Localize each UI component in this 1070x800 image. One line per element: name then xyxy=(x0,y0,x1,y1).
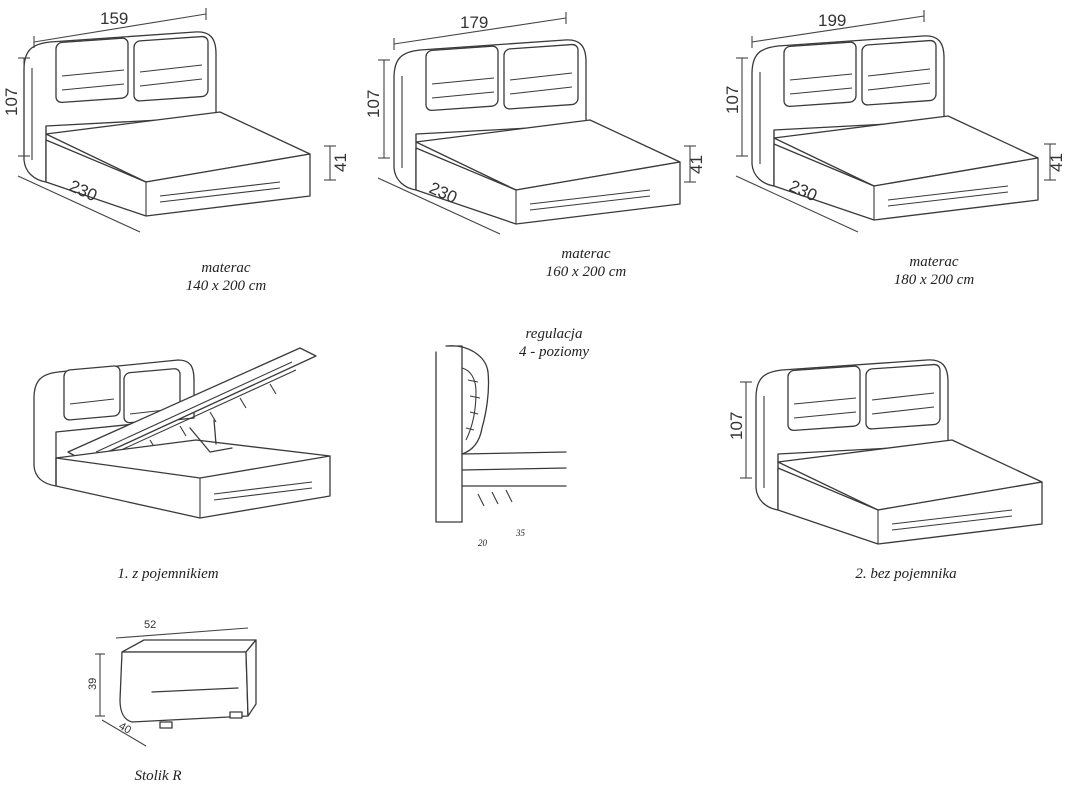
mattress-label: materac xyxy=(561,246,610,262)
angle-a: 20 xyxy=(478,538,488,548)
depth-label: 40 xyxy=(117,720,134,737)
width-dimension: 159 xyxy=(33,8,207,48)
mattress-size: 140 x 200 cm xyxy=(186,278,267,294)
frame-height-label: 41 xyxy=(1047,153,1066,172)
width-label: 159 xyxy=(100,9,128,28)
height-label: 107 xyxy=(727,412,746,440)
mattress-size: 160 x 200 cm xyxy=(546,264,627,280)
variant-storage-caption: 1. z pojemnikiem xyxy=(117,566,218,582)
height-dimension: 107 xyxy=(727,381,752,479)
bed-160: 179 107 230 41 materac 160 x 200 cm xyxy=(364,12,706,280)
mattress-label: materac xyxy=(201,260,250,276)
bed-without-storage: 107 2. bez pojemnika xyxy=(727,359,1043,582)
width-label: 52 xyxy=(144,619,156,631)
height-label: 39 xyxy=(87,678,99,690)
headboard-profile: regulacja 4 - poziomy 20 35 xyxy=(435,326,589,548)
width-label: 179 xyxy=(460,13,488,32)
height-label: 107 xyxy=(723,86,742,114)
mattress-size: 180 x 200 cm xyxy=(894,272,975,288)
frame-height-dimension: 41 xyxy=(1044,143,1066,181)
width-dimension: 52 xyxy=(115,619,249,639)
height-dimension: 107 xyxy=(2,57,30,157)
height-dimension: 107 xyxy=(364,59,390,159)
angle-b: 35 xyxy=(515,528,526,538)
frame-height-label: 41 xyxy=(331,153,350,172)
bed-180: 199 107 230 41 materac 180 x 200 cm xyxy=(723,10,1066,288)
frame-height-dimension: 41 xyxy=(684,145,706,183)
adjustment-label: regulacja xyxy=(526,326,583,342)
frame-height-label: 41 xyxy=(687,155,706,174)
frame-height-dimension: 41 xyxy=(324,145,350,181)
height-dimension: 107 xyxy=(723,57,748,157)
mattress-label: materac xyxy=(909,254,958,270)
bed-140: 159 107 230 41 materac 140 x 200 cm xyxy=(2,8,350,294)
height-label: 107 xyxy=(364,90,383,118)
bed-with-storage: 1. z pojemnikiem xyxy=(33,347,331,582)
nightstand: 52 39 40 Stolik R xyxy=(87,619,257,784)
height-label: 107 xyxy=(2,88,21,116)
height-dimension: 39 xyxy=(87,653,105,717)
adjustment-levels: 4 - poziomy xyxy=(519,344,589,360)
depth-dimension: 40 xyxy=(101,719,147,747)
width-label: 199 xyxy=(818,11,846,30)
variant-plain-caption: 2. bez pojemnika xyxy=(855,566,956,582)
nightstand-caption: Stolik R xyxy=(134,768,181,784)
width-dimension: 179 xyxy=(393,12,567,50)
width-dimension: 199 xyxy=(751,10,925,48)
